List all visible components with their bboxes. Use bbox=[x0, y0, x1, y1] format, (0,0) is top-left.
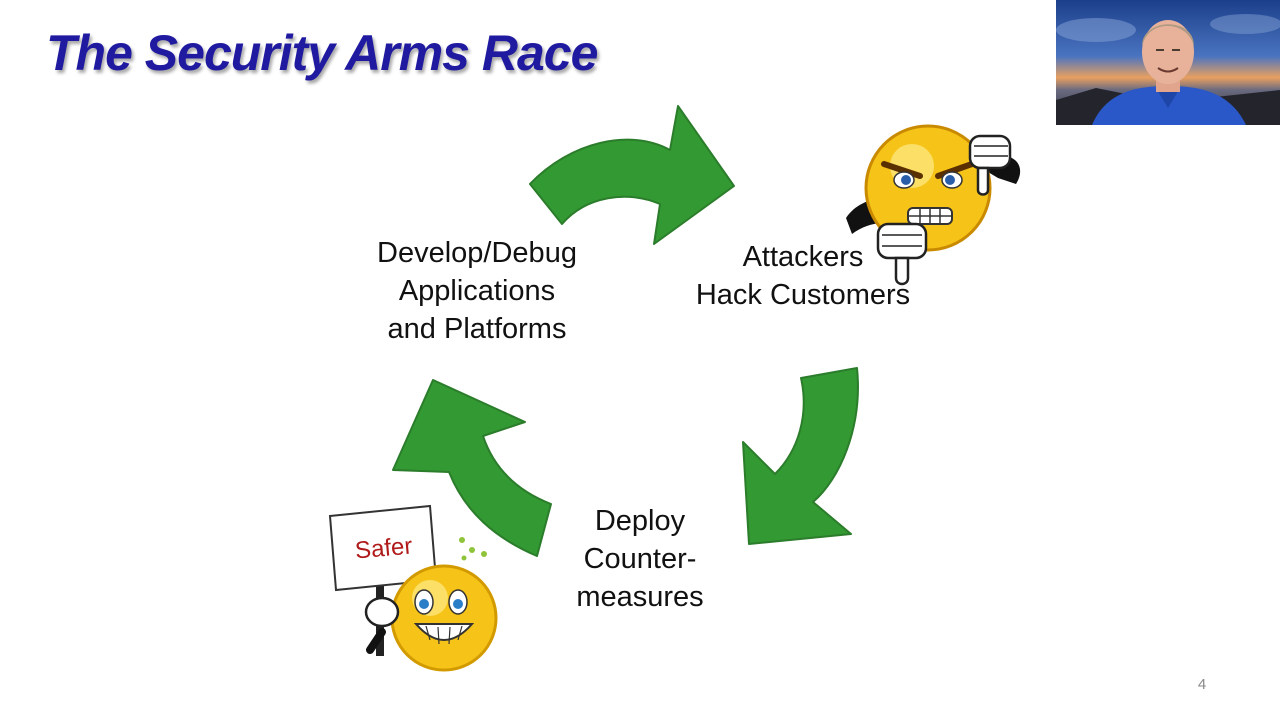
stage-deploy-line-3: measures bbox=[576, 581, 704, 613]
stage-develop-line-1: Develop/Debug bbox=[377, 237, 577, 269]
presenter-video-image bbox=[1056, 0, 1280, 125]
stage-develop-label: Develop/Debug Applications and Platforms bbox=[352, 234, 602, 348]
thumbs-down-icon bbox=[968, 134, 1012, 196]
cycle-arrow-left bbox=[392, 379, 552, 557]
presenter-webcam bbox=[1056, 0, 1280, 125]
stage-deploy-line-1: Deploy bbox=[594, 505, 686, 537]
sign-text: Safer bbox=[354, 533, 414, 565]
stage-deploy-label: Deploy Counter- measures bbox=[540, 502, 740, 616]
stage-develop-line-2: Applications bbox=[398, 275, 556, 307]
slide-title: The Security Arms Race bbox=[46, 25, 598, 81]
thumbs-down-icon bbox=[876, 222, 928, 286]
slide-number: 4 bbox=[1197, 676, 1207, 693]
stage-deploy-line-2: Counter- bbox=[583, 543, 697, 575]
stage-attack-line-2: Hack Customers bbox=[695, 279, 911, 311]
cycle-arrow-right bbox=[742, 367, 859, 545]
stage-attack-label: Attackers Hack Customers bbox=[672, 238, 934, 314]
happy-smiley-icon: Safer bbox=[328, 504, 498, 672]
stage-develop-line-3: and Platforms bbox=[387, 313, 567, 345]
cycle-arrow-top bbox=[529, 105, 735, 245]
safer-sign-icon: Safer bbox=[328, 504, 438, 592]
stage-attack-line-1: Attackers bbox=[742, 241, 864, 273]
angry-smiley-icon bbox=[846, 124, 1021, 286]
